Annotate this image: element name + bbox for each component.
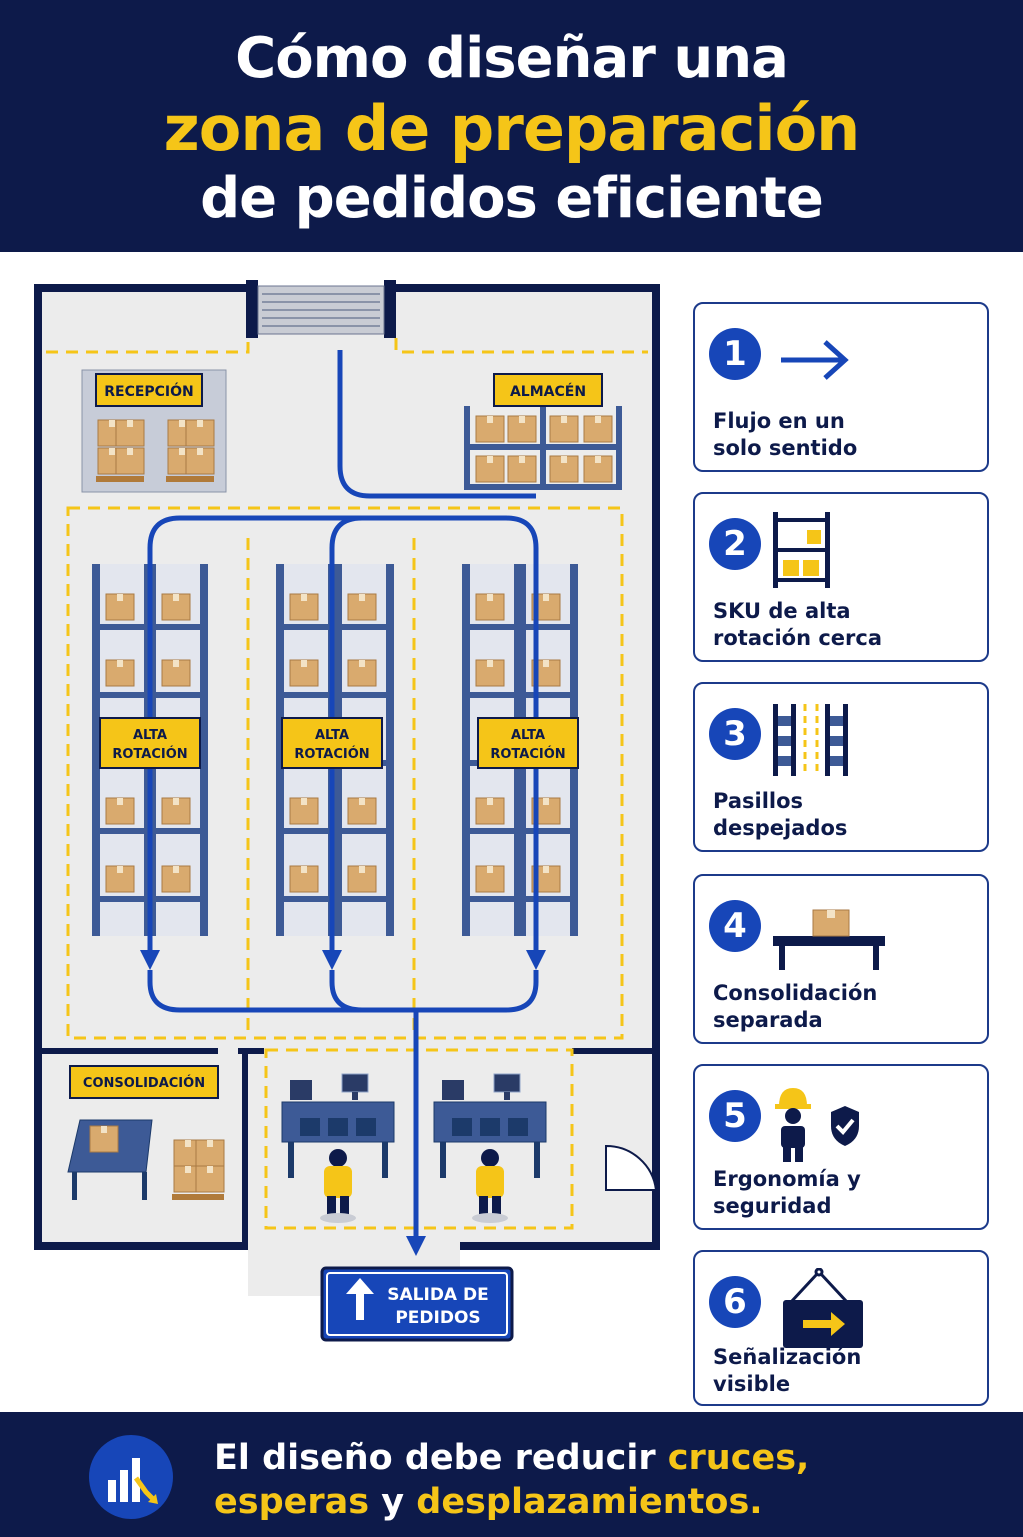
tip-number: 4 (709, 900, 761, 952)
consolidation-table (67, 1119, 153, 1200)
svg-text:SALIDA DE: SALIDA DE (387, 1285, 488, 1305)
tip-number: 2 (709, 518, 761, 570)
tip-number: 5 (709, 1090, 761, 1142)
exit-sign: SALIDA DE PEDIDOS (320, 1266, 514, 1342)
worker-safety-icon (775, 1088, 859, 1162)
storage-label: ALMACÉN (493, 373, 603, 407)
arrow-right-icon (781, 340, 849, 380)
svg-text:ALTA: ALTA (511, 728, 545, 743)
svg-text:ROTACIÓN: ROTACIÓN (294, 746, 369, 762)
high-rotation-label-center: ALTA ROTACIÓN (281, 717, 383, 769)
title-line-3: de pedidos eficiente (200, 166, 824, 231)
tip-number: 1 (709, 328, 761, 380)
consolidation-table-icon (773, 909, 885, 970)
storage-shelves (464, 406, 622, 490)
svg-text:ALTA: ALTA (133, 728, 167, 743)
picking-zone-outline (66, 506, 624, 1040)
high-rotation-label-right: ALTA ROTACIÓN (477, 717, 579, 769)
svg-text:PEDIDOS: PEDIDOS (395, 1308, 480, 1328)
footer-banner: El diseño debe reducir cruces, esperas y… (0, 1412, 1023, 1537)
footer-message: El diseño debe reducir cruces, esperas y… (214, 1438, 810, 1522)
shelf-icon (773, 512, 830, 588)
svg-text:ALTA: ALTA (315, 728, 349, 743)
svg-text:ROTACIÓN: ROTACIÓN (490, 746, 565, 762)
wall-right (396, 284, 660, 1250)
svg-text:CONSOLIDACIÓN: CONSOLIDACIÓN (83, 1075, 205, 1091)
sign-icon (783, 1268, 863, 1348)
consolidation-pallet (172, 1139, 225, 1200)
tip-number: 3 (709, 708, 761, 760)
title-line-2: zona de preparación (163, 92, 861, 165)
warehouse-floor-plan: RECEPCIÓN ALMACÉN (34, 280, 660, 1342)
side-door (605, 1144, 658, 1191)
svg-text:RECEPCIÓN: RECEPCIÓN (104, 382, 194, 400)
title-line-1: Cómo diseñar una (235, 26, 789, 91)
high-rotation-label-left: ALTA ROTACIÓN (99, 717, 201, 769)
header-banner: Cómo diseñar una zona de preparación de … (0, 0, 1023, 252)
svg-text:ALMACÉN: ALMACÉN (510, 383, 586, 400)
tip-number: 6 (709, 1276, 761, 1328)
arrow-up-icon (346, 1278, 374, 1320)
clear-aisle-icon (773, 704, 848, 776)
efficiency-chart-icon (89, 1435, 173, 1519)
wall-left (34, 284, 248, 1250)
reception-label: RECEPCIÓN (95, 373, 203, 407)
svg-text:ROTACIÓN: ROTACIÓN (112, 746, 187, 762)
consolidation-label: CONSOLIDACIÓN (69, 1065, 219, 1099)
reception-pallets (96, 419, 215, 482)
